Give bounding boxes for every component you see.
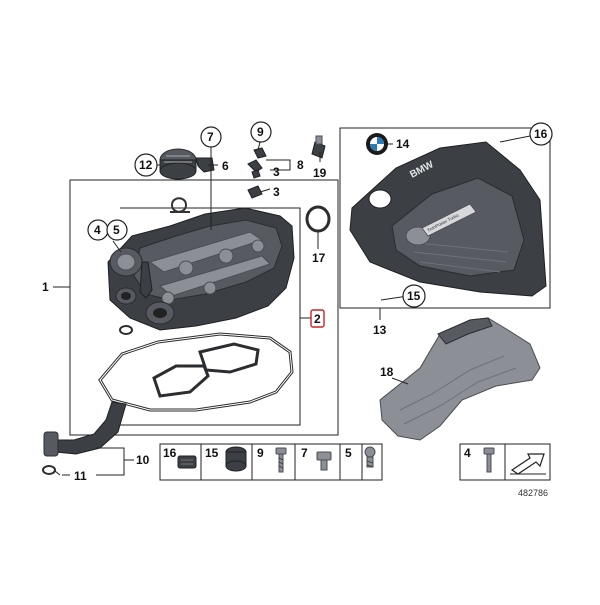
svg-text:8: 8 [297, 158, 304, 172]
svg-text:5: 5 [113, 223, 120, 237]
svg-text:9: 9 [257, 125, 264, 139]
legend-item-16: 16 [163, 446, 197, 469]
callout-6: 6 [222, 159, 229, 173]
clip-part-9 [253, 147, 267, 159]
svg-text:2: 2 [314, 312, 321, 326]
gasket-set-frame-2 [120, 207, 312, 426]
legend-item-5-part [339, 443, 383, 481]
svg-text:17: 17 [312, 251, 326, 265]
callout-18: 18 [380, 365, 394, 379]
svg-text:11: 11 [74, 469, 87, 483]
clip-part-3-lower [247, 185, 263, 199]
orientation-arrow-icon [510, 453, 546, 475]
legend-item-9: 9 [257, 446, 287, 473]
filler-cap-seal [170, 197, 190, 213]
callout-11: 11 [62, 469, 87, 483]
sensor-part-19 [311, 135, 326, 159]
clip-part-3-upper [247, 159, 263, 179]
callout-3-lower: 3 [273, 185, 280, 199]
bmw-emblem [366, 133, 388, 155]
callout-2: 2 [310, 309, 325, 328]
gasket-oring [119, 325, 133, 335]
callout-8: 8 [297, 158, 304, 172]
svg-text:1: 1 [42, 280, 49, 294]
svg-text:15: 15 [407, 289, 421, 303]
callout-17: 17 [312, 251, 326, 265]
leader-lines [54, 135, 531, 476]
svg-text:16: 16 [534, 127, 548, 141]
callout-5: 5 [106, 219, 128, 241]
callout-19: 19 [313, 166, 327, 180]
callout-16: 16 [529, 122, 553, 146]
legend-item-7: 7 [301, 446, 332, 471]
callout-13: 13 [373, 323, 387, 337]
callout-10: 10 [136, 453, 150, 467]
legend-item-15: 15 [205, 446, 247, 472]
callout-15: 15 [402, 284, 426, 308]
svg-text:10: 10 [136, 453, 150, 467]
svg-text:5: 5 [345, 446, 352, 460]
svg-text:16: 16 [163, 446, 177, 460]
hose-bracket-10 [96, 447, 134, 476]
valve-cover [107, 207, 295, 331]
callout-3-upper: 3 [273, 165, 280, 179]
callout-7: 7 [200, 126, 222, 148]
svg-text:6: 6 [222, 159, 229, 173]
engine-cover-frame-13 [339, 127, 551, 320]
breather-hose [43, 401, 127, 457]
svg-text:482786: 482786 [518, 488, 548, 498]
svg-text:13: 13 [373, 323, 387, 337]
clip-part-6 [195, 157, 215, 173]
acoustic-cover [379, 317, 541, 441]
callout-1: 1 [42, 280, 49, 294]
legend-item-4: 4 [464, 446, 495, 473]
svg-text:9: 9 [257, 446, 264, 460]
svg-text:4: 4 [464, 446, 471, 460]
svg-text:3: 3 [273, 185, 280, 199]
legend-item-5: 5 [345, 446, 352, 460]
svg-text:3: 3 [273, 165, 280, 179]
svg-text:14: 14 [396, 137, 410, 151]
svg-text:7: 7 [301, 446, 308, 460]
callout-9: 9 [250, 121, 272, 143]
svg-text:19: 19 [313, 166, 327, 180]
reference-number: 482786 [518, 488, 548, 498]
svg-text:15: 15 [205, 446, 219, 460]
hose-oring [42, 465, 56, 475]
oil-filler-cap [159, 148, 197, 180]
svg-text:4: 4 [94, 223, 101, 237]
svg-text:18: 18 [380, 365, 394, 379]
callout-14: 14 [396, 137, 410, 151]
svg-text:7: 7 [207, 130, 214, 144]
engine-cover [349, 141, 547, 297]
assembly-frame-1 [53, 179, 339, 436]
callout-4: 4 [87, 219, 109, 241]
valve-cover-gasket [98, 332, 294, 412]
seal-ring [305, 205, 331, 233]
svg-text:12: 12 [139, 158, 153, 172]
callout-12: 12 [134, 153, 158, 177]
